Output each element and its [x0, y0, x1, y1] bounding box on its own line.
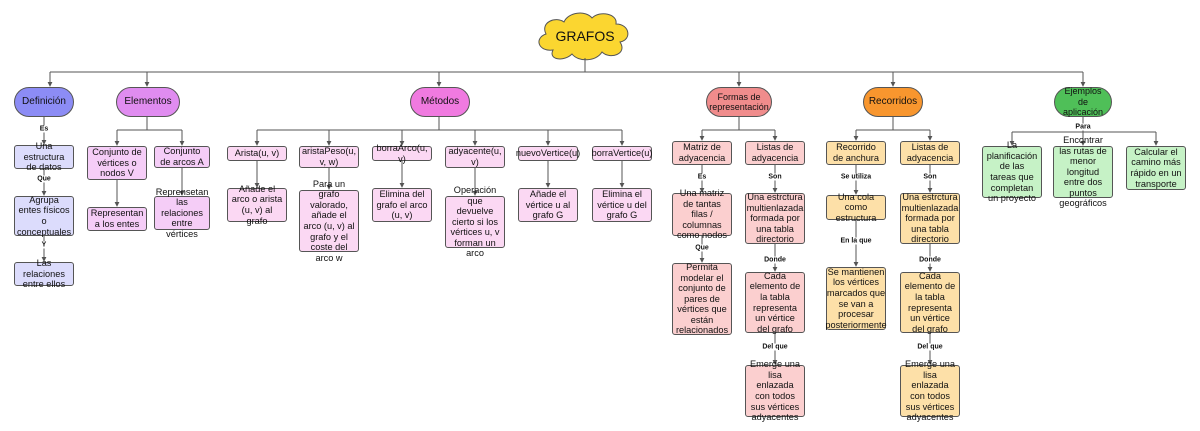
forma-matriz: Matriz de adyacencia [672, 141, 732, 165]
recorrido-listas: Listas de adyacencia [900, 141, 960, 165]
definicion-node-2: Agrupa entes físicos o conceptuales [14, 195, 74, 237]
recorrido-anchura-desc-2: Se mantienen los vértices marcados que s… [825, 266, 887, 330]
edge-label: Para [1074, 123, 1092, 131]
forma-matriz-desc-2: Permita modelar el conjunto de pares de … [672, 262, 732, 335]
forma-listas-desc-2: Cada elemento de la tabla representa un … [745, 271, 805, 334]
elementos-vertices: Conjunto de vértices o nodos V [87, 146, 147, 180]
edge-label: Del que [761, 343, 789, 351]
cloud-shape [538, 12, 629, 61]
category-definicion: Definición [14, 87, 74, 117]
metodo-arista: Arista(u, v) [227, 146, 287, 161]
metodo-borravertice: borraVertice(u) [592, 146, 652, 161]
recorrido-listas-desc-1: Una estrctura multienlazada formada por … [900, 192, 960, 245]
edge-label: Son [767, 173, 783, 181]
category-recorridos: Recorridos [863, 87, 923, 117]
elementos-vertices-desc: Representan a los entes [87, 207, 147, 231]
ejemplo-3: Calcular el camino más rápido en un tran… [1126, 146, 1186, 190]
definicion-node-3: Las relaciones entre ellos [14, 258, 74, 289]
recorrido-anchura: Recorrido de anchura [826, 141, 886, 165]
category-elementos: Elementos [116, 87, 180, 117]
root-title: GRAFOS [555, 28, 615, 44]
edge-label: Es [696, 173, 708, 181]
forma-listas-desc-3: Emerge una lisa enlazada con todos sus v… [745, 359, 805, 422]
metodo-adyacente-desc: Operación que devuelve cierto si los vér… [445, 185, 505, 258]
forma-listas-desc-1: Una estrctura multienlazada formada por … [745, 192, 805, 245]
forma-matriz-desc-1: Una matriz de tantas filas / columnas co… [672, 188, 732, 240]
recorrido-anchura-desc-1: Una cola como estructura [826, 192, 886, 223]
category-metodos: Métodos [410, 87, 470, 117]
edge-label: Donde [763, 256, 787, 264]
category-ejemplos: Ejemplos de aplicación [1054, 86, 1112, 117]
metodo-nuevovertice-desc: Añade el vértice u al grafo G [518, 188, 578, 222]
metodo-nuevovertice: nuevoVertice(u) [516, 146, 580, 161]
metodo-adyacente: adyacente(u, v) [445, 146, 505, 168]
metodo-borraarco: borraArco(u, v) [372, 143, 432, 164]
metodo-arista-desc: Añade el arco o arista (u, v) al grafo [227, 184, 287, 226]
edge-label: Que [36, 175, 52, 183]
edge-label: Que [694, 244, 710, 252]
metodo-aristapeso: aristaPeso(u, v, w) [299, 146, 359, 168]
elementos-arcos-desc: Reprensetan las relaciones entre vértice… [154, 186, 210, 239]
ejemplo-2: Encontrar las rutas de menor longitud en… [1053, 135, 1113, 208]
edge-label: Donde [918, 256, 942, 264]
edge-label: En la que [839, 237, 873, 245]
ejemplo-1: La planificación de las tareas que compl… [982, 140, 1042, 203]
edge-label: Del que [916, 343, 944, 351]
edge-label: Es [38, 125, 50, 133]
metodo-borraarco-desc: Elimina del grafo el arco (u, v) [372, 188, 432, 222]
recorrido-listas-desc-2: Cada elemento de la tabla representa un … [900, 271, 960, 334]
recorrido-listas-desc-3: Emerge una lisa enlazada con todos sus v… [900, 359, 960, 422]
forma-listas: Listas de adyacencia [745, 141, 805, 165]
edge-label: Son [922, 173, 938, 181]
elementos-arcos: Conjunto de arcos A [154, 146, 210, 168]
category-formas: Formas de representación [706, 87, 772, 117]
metodo-aristapeso-desc: Para un grafo valorado, añade el arco (u… [299, 179, 359, 263]
definicion-node-1: Una estructura de datos [14, 141, 74, 172]
edge-label: Y [40, 241, 48, 249]
metodo-borravertice-desc: Elimina el vértice u del grafo G [592, 188, 652, 222]
edge-label: Se utiliza [839, 173, 873, 181]
